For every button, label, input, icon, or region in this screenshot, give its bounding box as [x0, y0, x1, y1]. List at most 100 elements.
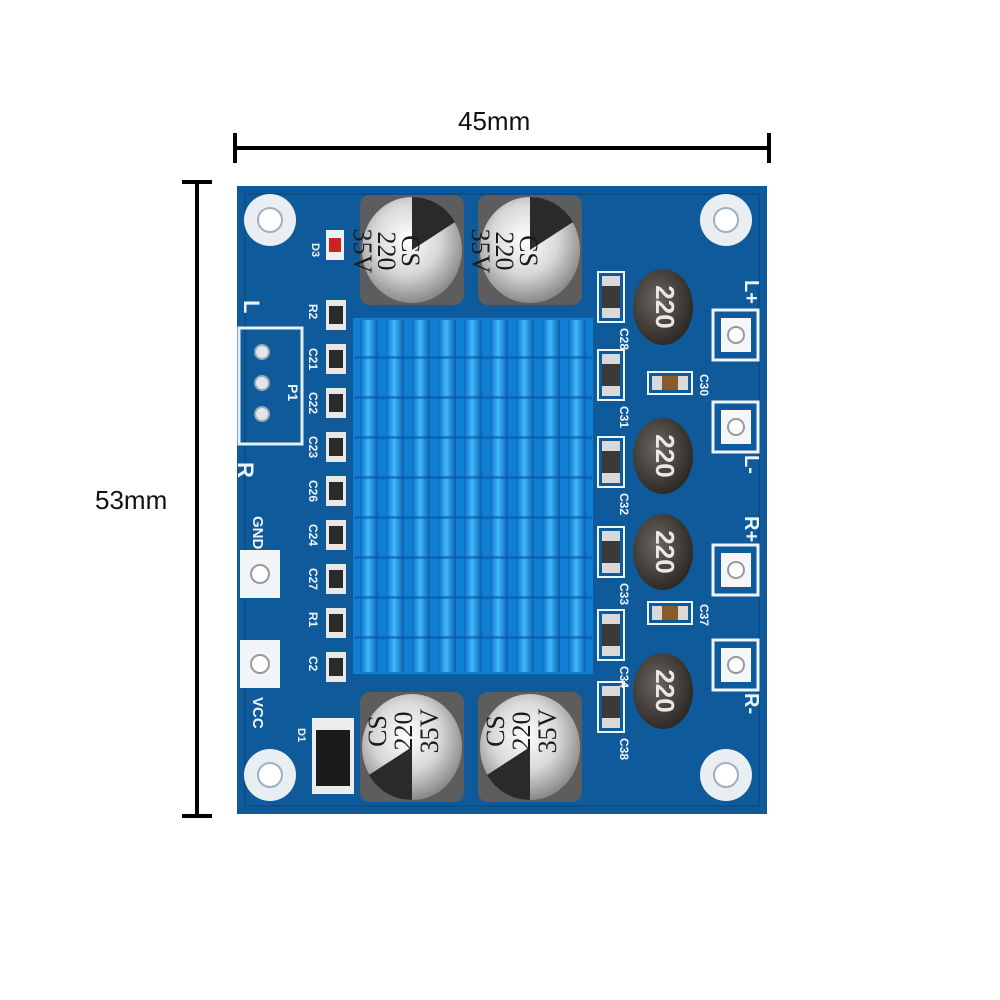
- svg-text:220: 220: [507, 712, 536, 751]
- smd-part-right: C34: [597, 609, 631, 688]
- svg-text:R-: R-: [740, 693, 762, 714]
- smd-label-right: C31: [617, 406, 631, 428]
- heatsink-groove: [354, 436, 592, 439]
- smd-part-left: C23: [306, 432, 346, 462]
- inductor-2: 220: [633, 418, 693, 494]
- heatsink-groove: [354, 596, 592, 599]
- svg-text:35V: 35V: [533, 708, 562, 753]
- header-label: P1: [285, 384, 301, 401]
- capacitor-bottom-left: CS 220 35V: [360, 692, 464, 802]
- heatsink-fin: [516, 320, 534, 672]
- smd-label-left: C27: [306, 568, 320, 590]
- terminal-r-minus: R-: [711, 638, 762, 714]
- heatsink-groove: [354, 516, 592, 519]
- smd-part-right: C31: [597, 349, 631, 428]
- svg-text:CS: CS: [396, 235, 425, 267]
- heatsink-fin: [412, 320, 430, 672]
- height-dimension-line: [182, 180, 212, 818]
- heatsink-fin: [464, 320, 482, 672]
- width-dimension-label: 45mm: [458, 106, 531, 136]
- smd-part-right: C32: [597, 436, 631, 515]
- smd-part-right: C28: [597, 271, 631, 350]
- svg-text:L-: L-: [740, 455, 762, 474]
- svg-text:CS: CS: [481, 715, 510, 747]
- smd-part-right: C30: [647, 371, 711, 396]
- smd-label-left: C2: [306, 656, 320, 672]
- heatsink-fin: [542, 320, 560, 672]
- svg-text:220: 220: [490, 232, 519, 271]
- diode-d3: D3: [309, 230, 344, 260]
- smd-label-right: C37: [697, 604, 711, 626]
- smd-part-left: R1: [306, 608, 346, 638]
- smd-part-right: C38: [597, 681, 631, 760]
- svg-text:220: 220: [389, 712, 418, 751]
- smd-label-right: C30: [697, 374, 711, 396]
- heatsink-groove: [354, 356, 592, 359]
- svg-text:L+: L+: [740, 280, 762, 304]
- smd-label-right: C32: [617, 493, 631, 515]
- heatsink-groove: [354, 636, 592, 639]
- channel-label-r: R: [233, 462, 258, 478]
- smd-part-left: R2: [306, 300, 346, 330]
- heatsink: [353, 318, 593, 674]
- smd-part-left: C22: [306, 388, 346, 418]
- svg-text:220: 220: [372, 232, 401, 271]
- heatsink-fin: [490, 320, 508, 672]
- heatsink-groove: [354, 396, 592, 399]
- svg-text:220: 220: [650, 285, 680, 328]
- smd-part-left: C27: [306, 564, 346, 594]
- svg-text:35V: 35V: [348, 229, 377, 274]
- terminal-l-minus: L-: [711, 400, 762, 474]
- svg-text:GND: GND: [249, 516, 266, 550]
- smd-label-left: C23: [306, 436, 320, 458]
- heatsink-groove: [354, 476, 592, 479]
- svg-text:D3: D3: [309, 243, 321, 257]
- svg-text:CS: CS: [363, 715, 392, 747]
- svg-text:CS: CS: [514, 235, 543, 267]
- svg-text:220: 220: [650, 669, 680, 712]
- smd-part-right: C33: [597, 526, 631, 605]
- terminal-r-plus: R+: [711, 516, 762, 597]
- terminal-l-plus: L+: [711, 280, 762, 362]
- heatsink-groove: [354, 556, 592, 559]
- mounting-holes: [244, 194, 752, 801]
- smd-label-right: C28: [617, 328, 631, 350]
- svg-text:220: 220: [650, 434, 680, 477]
- smd-part-right: C37: [647, 601, 711, 626]
- heatsink-fin: [360, 320, 378, 672]
- heatsink-fin: [568, 320, 586, 672]
- inductor-3: 220: [633, 514, 693, 590]
- capacitor-top-right: CS 220 35V: [466, 195, 582, 305]
- smd-label-left: R2: [306, 304, 320, 320]
- terminal-gnd: GND: [240, 516, 280, 598]
- inductor-1: 220: [633, 269, 693, 345]
- capacitor-bottom-right: CS 220 35V: [478, 692, 582, 802]
- svg-text:220: 220: [650, 530, 680, 573]
- heatsink-fin: [386, 320, 404, 672]
- smd-label-left: R1: [306, 612, 320, 628]
- smd-label-right: C33: [617, 583, 631, 605]
- smd-label-left: C26: [306, 480, 320, 502]
- svg-text:R+: R+: [740, 516, 762, 542]
- smd-part-left: C24: [306, 520, 346, 550]
- heatsink-fin: [438, 320, 456, 672]
- height-dimension-label: 53mm: [95, 485, 168, 515]
- svg-text:35V: 35V: [466, 229, 495, 274]
- smd-label-left: C21: [306, 348, 320, 370]
- svg-text:VCC: VCC: [249, 697, 266, 729]
- capacitor-top-left: CS 220 35V: [348, 195, 464, 305]
- width-dimension-line: [233, 133, 771, 163]
- smd-part-left: C2: [306, 652, 346, 682]
- smd-label-left: C22: [306, 392, 320, 414]
- svg-text:35V: 35V: [415, 708, 444, 753]
- smd-label-left: C24: [306, 524, 320, 546]
- terminal-vcc: VCC: [240, 640, 280, 729]
- inductor-4: 220: [633, 653, 693, 729]
- smd-part-left: C21: [306, 344, 346, 374]
- svg-text:D1: D1: [295, 728, 307, 742]
- smd-part-left: C26: [306, 476, 346, 506]
- smd-label-right: C38: [617, 738, 631, 760]
